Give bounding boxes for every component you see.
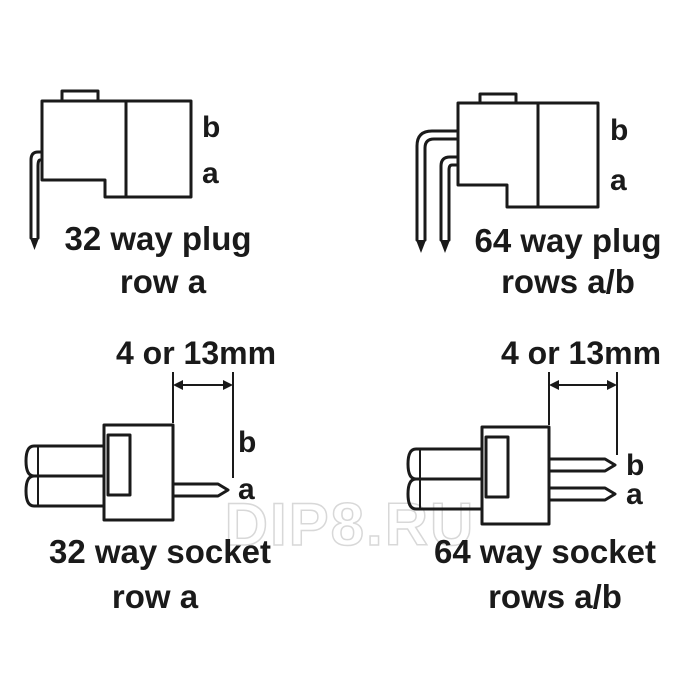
plug-64-body — [415, 92, 600, 253]
socket-32-dimension-label: 4 or 13mm — [116, 335, 276, 371]
plug-32-body — [29, 89, 193, 250]
socket-64-caption-line1: 64 way socket — [434, 533, 656, 570]
socket-32-body — [24, 423, 230, 522]
socket-32-row-b-label: b — [238, 426, 256, 459]
socket-64-row-b-label: b — [626, 449, 644, 482]
plug-32-row-b-label: b — [202, 111, 220, 144]
socket-64-row-a-label: a — [626, 478, 643, 511]
plug-64-row-a-label: a — [610, 164, 627, 197]
plug-32-way: b a 32 way plug row a — [29, 89, 252, 300]
socket-32-row-a-label: a — [238, 473, 255, 506]
plug-32-caption-line1: 32 way plug — [64, 220, 251, 257]
plug-32-caption-line2: row a — [120, 263, 207, 300]
plug-64-caption-line1: 64 way plug — [474, 222, 661, 259]
socket-32-way: 4 or 13mm b a 32 way socket row a — [24, 335, 276, 615]
socket-32-caption-line2: row a — [112, 578, 199, 615]
socket-64-body — [406, 425, 617, 526]
socket-64-dimension-marker — [548, 372, 618, 455]
plug-64-caption-line2: rows a/b — [501, 263, 635, 300]
plug-32-row-a-label: a — [202, 157, 219, 190]
socket-64-way: 4 or 13mm b a 64 way socket rows a/b — [406, 335, 661, 615]
socket-64-dimension-label: 4 or 13mm — [501, 335, 661, 371]
socket-64-caption-line2: rows a/b — [488, 578, 622, 615]
socket-32-dimension-marker — [172, 372, 234, 478]
watermark: DIP8.RU — [225, 491, 476, 558]
plug-64-row-b-label: b — [610, 114, 628, 147]
plug-64-way: b a 64 way plug rows a/b — [415, 92, 662, 300]
socket-32-caption-line1: 32 way socket — [49, 533, 271, 570]
